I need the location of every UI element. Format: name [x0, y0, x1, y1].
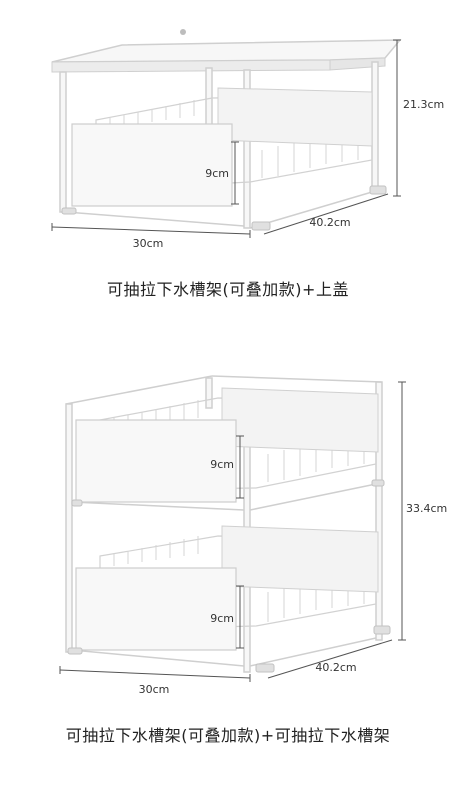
depth-label: 40.2cm [315, 661, 356, 674]
basket-lower [75, 525, 379, 651]
feet [67, 479, 391, 673]
basket-upper-front-panel [75, 419, 237, 503]
height-label: 21.3cm [403, 98, 444, 111]
lid-screw [180, 29, 186, 35]
basket-upper-height-label: 9cm [210, 458, 234, 471]
product-1-caption: 可抽拉下水槽架(可叠加款)+上盖 [107, 280, 349, 299]
width-label: 30cm [133, 237, 164, 250]
width-label: 30cm [139, 683, 170, 696]
basket-height-label: 9cm [205, 167, 229, 180]
product-1-illustration: 30cm 40.2cm 21.3cm 9cm [51, 29, 444, 250]
basket-lower-front-panel [75, 567, 237, 651]
basket-1-front-panel [71, 123, 233, 207]
basket-upper [75, 387, 379, 503]
lid-top [51, 39, 402, 63]
product-2-panel: 30cm 40.2cm 33.4cm 9cm 9cm 可抽拉下水槽架(可叠加款)… [0, 360, 456, 800]
feet [61, 185, 387, 231]
height-label: 33.4cm [406, 502, 447, 515]
product-2-illustration: 30cm 40.2cm 33.4cm 9cm 9cm [59, 375, 447, 696]
depth-label: 40.2cm [309, 216, 350, 229]
lid-front-edge [51, 59, 331, 73]
dimension-lines [51, 39, 401, 238]
product-1-panel: 30cm 40.2cm 21.3cm 9cm 可抽拉下水槽架(可叠加款)+上盖 [0, 0, 456, 320]
dimension-lines [59, 381, 406, 682]
basket-lower-height-label: 9cm [210, 612, 234, 625]
basket-1 [71, 87, 373, 207]
product-2-caption: 可抽拉下水槽架(可叠加款)+可抽拉下水槽架 [65, 726, 391, 745]
